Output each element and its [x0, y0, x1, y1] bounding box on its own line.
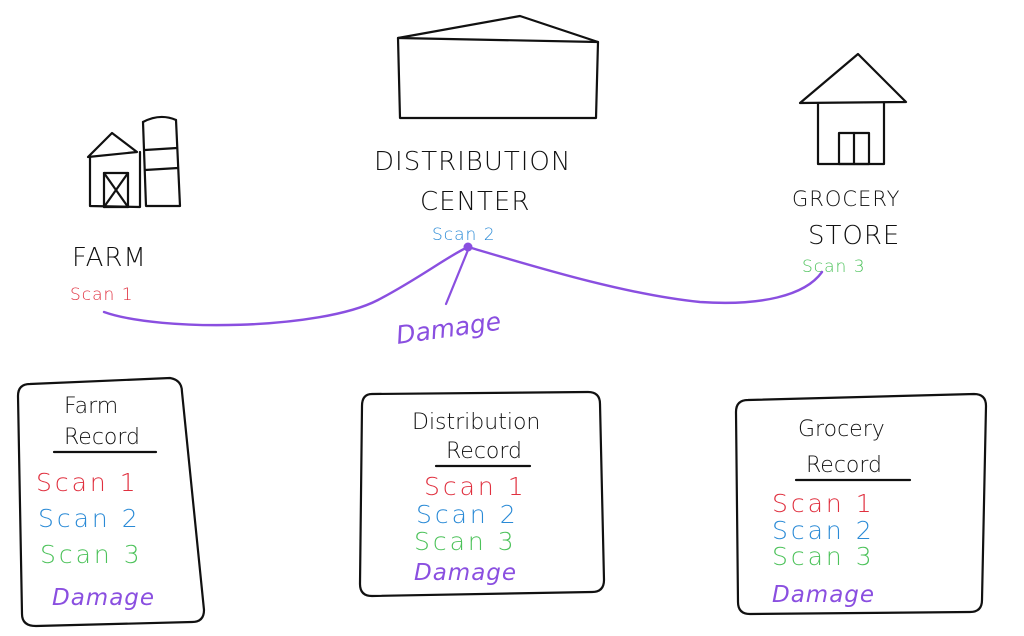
grocery-record-scan-3: Scan 3	[772, 542, 875, 571]
distribution-label-line1: DISTRIBUTION	[374, 147, 571, 177]
distribution-record-title-line2: Record	[446, 439, 522, 464]
grocery-scan-label: Scan 3	[802, 257, 866, 277]
distribution-label-line2: CENTER	[420, 187, 530, 217]
grocery-record-scan-2: Scan 2	[772, 516, 875, 545]
farm-scan-label: Scan 1	[70, 285, 134, 305]
grocery-label-line2: STORE	[808, 221, 900, 251]
farm-record-scan-1: Scan 1	[36, 468, 139, 497]
grocery-record-title-line1: Grocery	[798, 417, 885, 442]
farm-record-card: Farm Record Scan 1 Scan 2 Scan 3 Damage	[16, 376, 206, 628]
damage-pointer-line	[444, 248, 470, 306]
grocery-label-line1: GROCERY	[792, 187, 900, 211]
grocery-store-icon	[798, 52, 908, 166]
distribution-scan-label: Scan 2	[432, 225, 496, 245]
grocery-record-title-line2: Record	[806, 453, 882, 478]
farm-record-scan-2: Scan 2	[38, 504, 141, 533]
farm-label: FARM	[72, 243, 147, 273]
distribution-record-scan-2: Scan 2	[416, 500, 519, 529]
distribution-record-scan-3: Scan 3	[414, 527, 517, 556]
farm-record-damage: Damage	[52, 585, 155, 611]
farm-barn-icon	[86, 131, 142, 209]
farm-record-title-line2: Record	[64, 425, 140, 450]
distribution-record-card: Distribution Record Scan 1 Scan 2 Scan 3…	[358, 390, 606, 598]
farm-record-title-line1: Farm	[64, 394, 118, 419]
grocery-record-damage: Damage	[772, 582, 875, 608]
grocery-record-scan-1: Scan 1	[772, 489, 875, 518]
distribution-record-title-line1: Distribution	[412, 410, 540, 435]
silo-icon	[141, 115, 182, 208]
warehouse-icon	[396, 14, 600, 120]
farm-record-scan-3: Scan 3	[40, 540, 143, 569]
grocery-record-card: Grocery Record Scan 1 Scan 2 Scan 3 Dama…	[734, 392, 988, 616]
distribution-record-scan-1: Scan 1	[424, 472, 527, 501]
distribution-record-damage: Damage	[414, 560, 517, 586]
damage-point-marker	[463, 242, 473, 252]
damage-label: Damage	[394, 307, 503, 350]
